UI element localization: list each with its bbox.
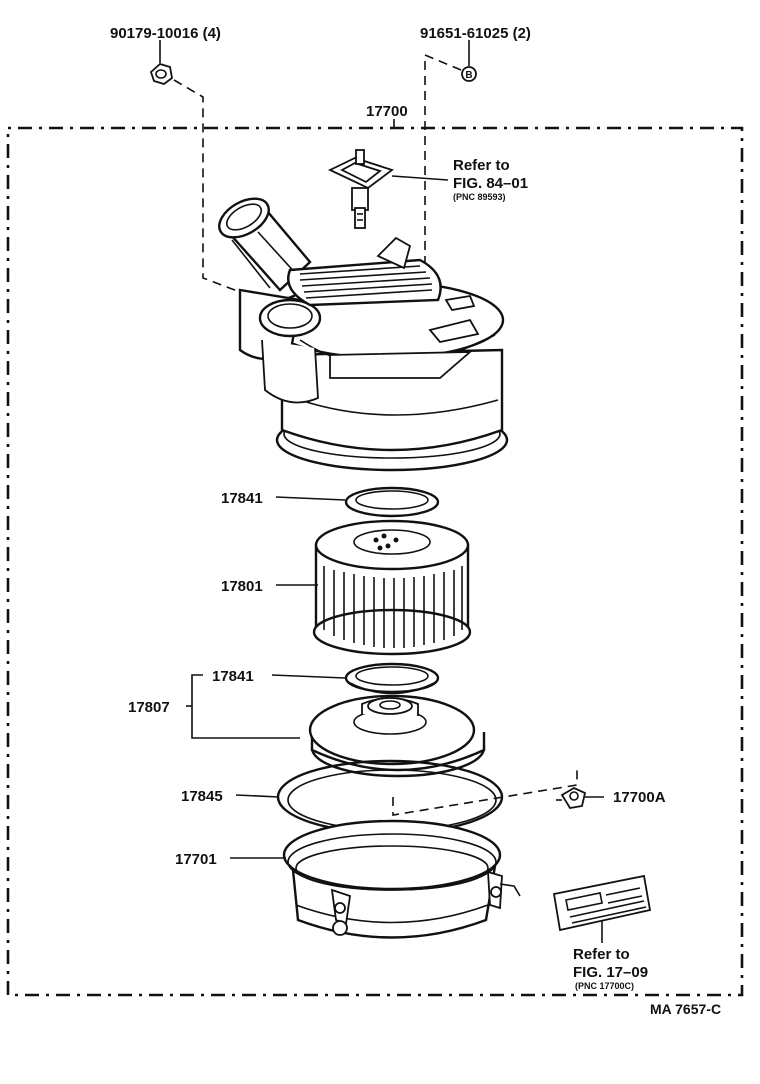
label-17841-upper: 17841 bbox=[221, 490, 263, 507]
sensor-component bbox=[327, 149, 394, 229]
ref-upper-refer: Refer to bbox=[453, 157, 510, 174]
label-91651: 91651-61025 (2) bbox=[420, 25, 531, 42]
filter-element-17801 bbox=[312, 519, 472, 656]
ref-upper-fig: FIG. 84–01 bbox=[453, 175, 528, 192]
bolt-91651-marker: B bbox=[461, 66, 477, 82]
gasket-17841-upper bbox=[344, 486, 440, 518]
ref-lower-pnc: (PNC 17700C) bbox=[575, 981, 634, 991]
filter-base-plate-17807 bbox=[308, 694, 486, 778]
label-17700A: 17700A bbox=[613, 789, 666, 806]
leader-17841-upper bbox=[275, 496, 346, 501]
case-clamp-left bbox=[330, 888, 351, 936]
air-cleaner-cap bbox=[218, 197, 509, 472]
clip-17700A bbox=[556, 786, 604, 809]
filter-pleats bbox=[323, 566, 463, 648]
guide-90179 bbox=[173, 79, 241, 293]
nut-90179 bbox=[149, 62, 173, 85]
label-17701: 17701 bbox=[175, 851, 217, 868]
label-plate-component bbox=[552, 874, 652, 932]
marker-b: B bbox=[465, 70, 472, 81]
label-17841-lower: 17841 bbox=[212, 668, 254, 685]
ref-lower-refer: Refer to bbox=[573, 946, 630, 963]
label-90179: 90179-10016 (4) bbox=[110, 25, 221, 42]
air-cleaner-case-17701 bbox=[282, 819, 521, 939]
diagram-id: MA 7657-C bbox=[650, 1001, 721, 1017]
leader-sensor-ref bbox=[391, 175, 449, 181]
assembly-17700-frame bbox=[6, 126, 744, 997]
guide-91651 bbox=[424, 53, 462, 270]
label-17801: 17801 bbox=[221, 578, 263, 595]
guide-17700A bbox=[392, 768, 578, 816]
label-17845: 17845 bbox=[181, 788, 223, 805]
label-17807: 17807 bbox=[128, 699, 170, 716]
reference-fig-84-01: Refer to FIG. 84–01 (PNC 89593) bbox=[453, 157, 528, 202]
ref-upper-pnc: (PNC 89593) bbox=[453, 192, 506, 202]
label-17700: 17700 bbox=[366, 103, 408, 120]
reference-fig-17-09: Refer to FIG. 17–09 (PNC 17700C) bbox=[573, 946, 648, 991]
case-clamp-right bbox=[487, 870, 521, 910]
leader-17845 bbox=[235, 794, 280, 798]
ref-lower-fig: FIG. 17–09 bbox=[573, 964, 648, 981]
gasket-17841-lower bbox=[344, 662, 440, 695]
leader-17841-lower bbox=[271, 674, 346, 679]
